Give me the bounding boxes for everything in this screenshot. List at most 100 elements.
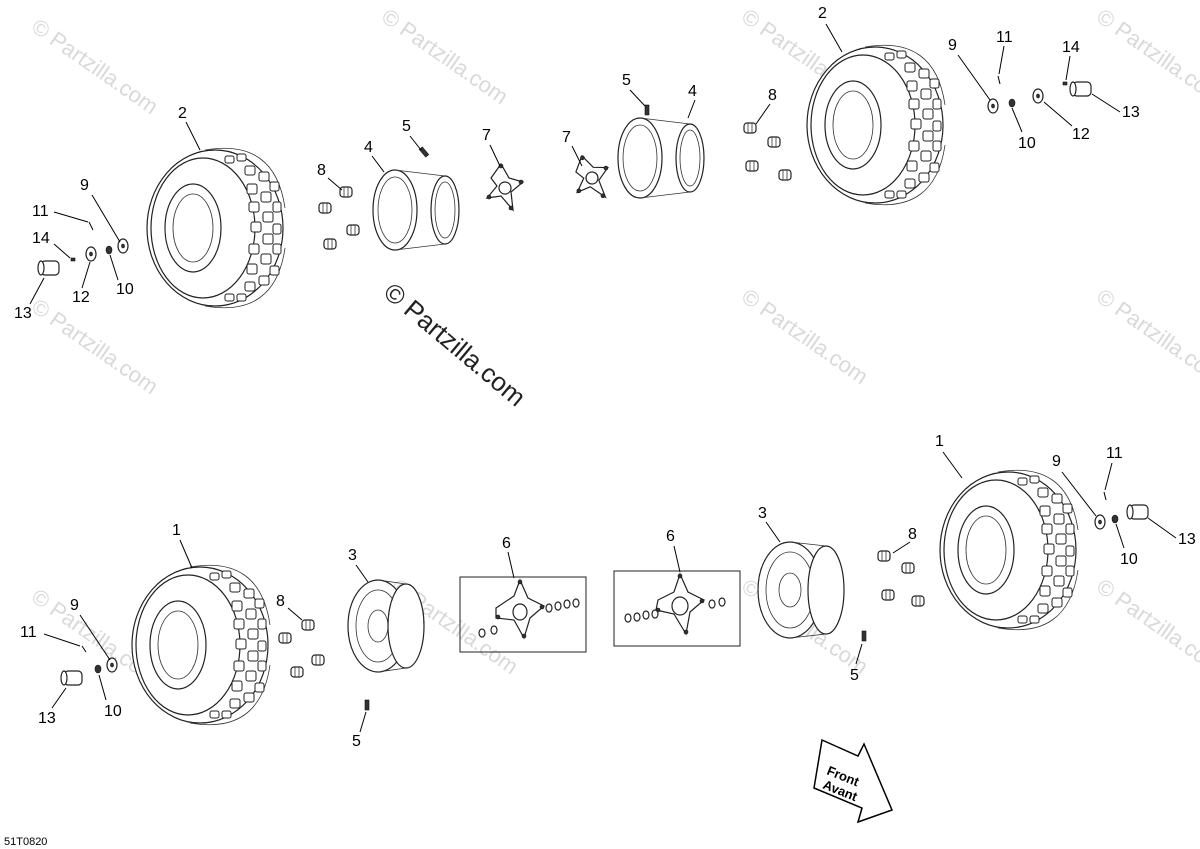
washer-12 xyxy=(1032,88,1044,104)
callout-3: 3 xyxy=(758,505,767,522)
lug-nut-8 xyxy=(901,562,915,574)
valve-5-bottom-left xyxy=(364,699,370,711)
callout-11: 11 xyxy=(996,29,1013,46)
callout-14: 14 xyxy=(32,230,50,247)
watermark-faint: © Partzilla.com xyxy=(1092,574,1200,680)
nut-10 xyxy=(1008,98,1016,108)
callout-5: 5 xyxy=(402,118,411,135)
hub-7-top-left xyxy=(486,163,524,211)
hub-6-detail-box-right xyxy=(613,570,741,647)
callout-7: 7 xyxy=(482,127,491,144)
hub-6-detail-box-left xyxy=(459,576,587,653)
bottom-right-wheel-assembly: 6 3 5 8 1 9 11 13 10 xyxy=(613,433,1196,684)
top-right-wheel-assembly: 7 5 4 8 2 9 11 14 10 12 13 xyxy=(562,5,1140,206)
hub-6-bottom-right xyxy=(655,572,706,636)
callout-3: 3 xyxy=(348,547,357,564)
pin-14 xyxy=(1062,81,1068,86)
callout-4: 4 xyxy=(688,83,697,100)
lug-nut-8 xyxy=(278,632,292,644)
callout-1: 1 xyxy=(172,522,181,539)
callout-8: 8 xyxy=(908,526,917,543)
tire-2-top-right xyxy=(806,44,946,206)
cap-13 xyxy=(37,260,60,276)
lug-nut-8 xyxy=(339,186,353,198)
rim-4-top-right xyxy=(617,117,705,199)
lug-nut-8 xyxy=(346,224,360,236)
callout-10: 10 xyxy=(116,281,134,298)
nut-10 xyxy=(105,245,113,255)
callout-5: 5 xyxy=(352,733,361,750)
lug-nut-8 xyxy=(743,122,757,134)
valve-5-bottom-right xyxy=(861,630,867,642)
callout-11: 11 xyxy=(20,624,37,641)
valve-5-top-left xyxy=(418,146,430,158)
lug-nut-8 xyxy=(311,654,325,666)
watermark-faint: © Partzilla.com xyxy=(27,14,163,120)
watermark-main: © Partzilla.com xyxy=(378,277,531,413)
callout-12: 12 xyxy=(1072,126,1090,143)
lug-nut-8 xyxy=(745,160,759,172)
washer-12 xyxy=(85,246,97,262)
tire-2-top-left xyxy=(146,147,286,309)
callout-13: 13 xyxy=(38,710,56,727)
bearing-set-right xyxy=(624,597,726,623)
drawing-code: 51T0820 xyxy=(4,836,47,848)
callout-4: 4 xyxy=(364,139,373,156)
callout-9: 9 xyxy=(948,37,957,54)
cotter-11 xyxy=(88,221,94,231)
cotter-11 xyxy=(81,645,87,653)
tire-1-bottom-left xyxy=(131,564,271,726)
washer-9 xyxy=(1094,514,1106,530)
cap-13 xyxy=(60,670,83,686)
tire-1-bottom-right xyxy=(939,469,1079,631)
callout-9: 9 xyxy=(70,597,79,614)
lug-nut-8 xyxy=(290,666,304,678)
callout-6: 6 xyxy=(666,528,675,545)
hub-7-top-right xyxy=(567,149,616,205)
callout-9: 9 xyxy=(80,177,89,194)
washer-9 xyxy=(106,657,118,673)
watermark-faint: © Partzilla.com xyxy=(737,284,873,390)
nut-10 xyxy=(1111,514,1119,524)
callout-2: 2 xyxy=(818,5,827,22)
rim-3-bottom-right xyxy=(757,541,845,639)
cotter-11 xyxy=(1103,491,1107,501)
rim-3-bottom-left xyxy=(347,579,425,673)
callout-6: 6 xyxy=(502,535,511,552)
watermark-faint: © Partzilla.com xyxy=(27,294,163,400)
callout-8: 8 xyxy=(768,87,777,104)
washer-9 xyxy=(987,98,999,114)
top-left-wheel-assembly: 2 9 11 14 12 10 13 8 4 5 7 xyxy=(14,105,524,322)
callout-8: 8 xyxy=(276,593,285,610)
callout-13: 13 xyxy=(14,305,32,322)
bottom-left-wheel-assembly: 1 9 11 13 10 8 3 5 6 xyxy=(20,522,587,750)
callout-11: 11 xyxy=(1106,445,1123,462)
lug-nut-8 xyxy=(778,169,792,181)
pin-14 xyxy=(70,257,76,262)
callout-5: 5 xyxy=(622,72,631,89)
callout-5: 5 xyxy=(850,667,859,684)
cotter-11 xyxy=(997,75,1001,85)
callout-11: 11 xyxy=(32,203,49,220)
lug-nut-8 xyxy=(767,136,781,148)
callout-7: 7 xyxy=(562,129,571,146)
lug-nut-8 xyxy=(323,238,337,250)
nut-10 xyxy=(94,664,102,674)
callout-2: 2 xyxy=(178,105,187,122)
hub-6-bottom-left xyxy=(495,578,546,640)
lug-nut-8 xyxy=(877,550,891,562)
lug-nut-8 xyxy=(911,595,925,607)
callout-8: 8 xyxy=(317,162,326,179)
callout-12: 12 xyxy=(72,289,90,306)
watermark-faint: © Partzilla.com xyxy=(377,4,513,110)
front-direction-arrow: Front Avant xyxy=(813,738,894,824)
lug-nut-8 xyxy=(318,202,332,214)
callout-10: 10 xyxy=(104,703,122,720)
callout-13: 13 xyxy=(1178,531,1196,548)
callout-10: 10 xyxy=(1018,135,1036,152)
rim-4-top-left xyxy=(372,169,460,251)
lug-nut-8 xyxy=(881,589,895,601)
callout-1: 1 xyxy=(935,433,944,450)
